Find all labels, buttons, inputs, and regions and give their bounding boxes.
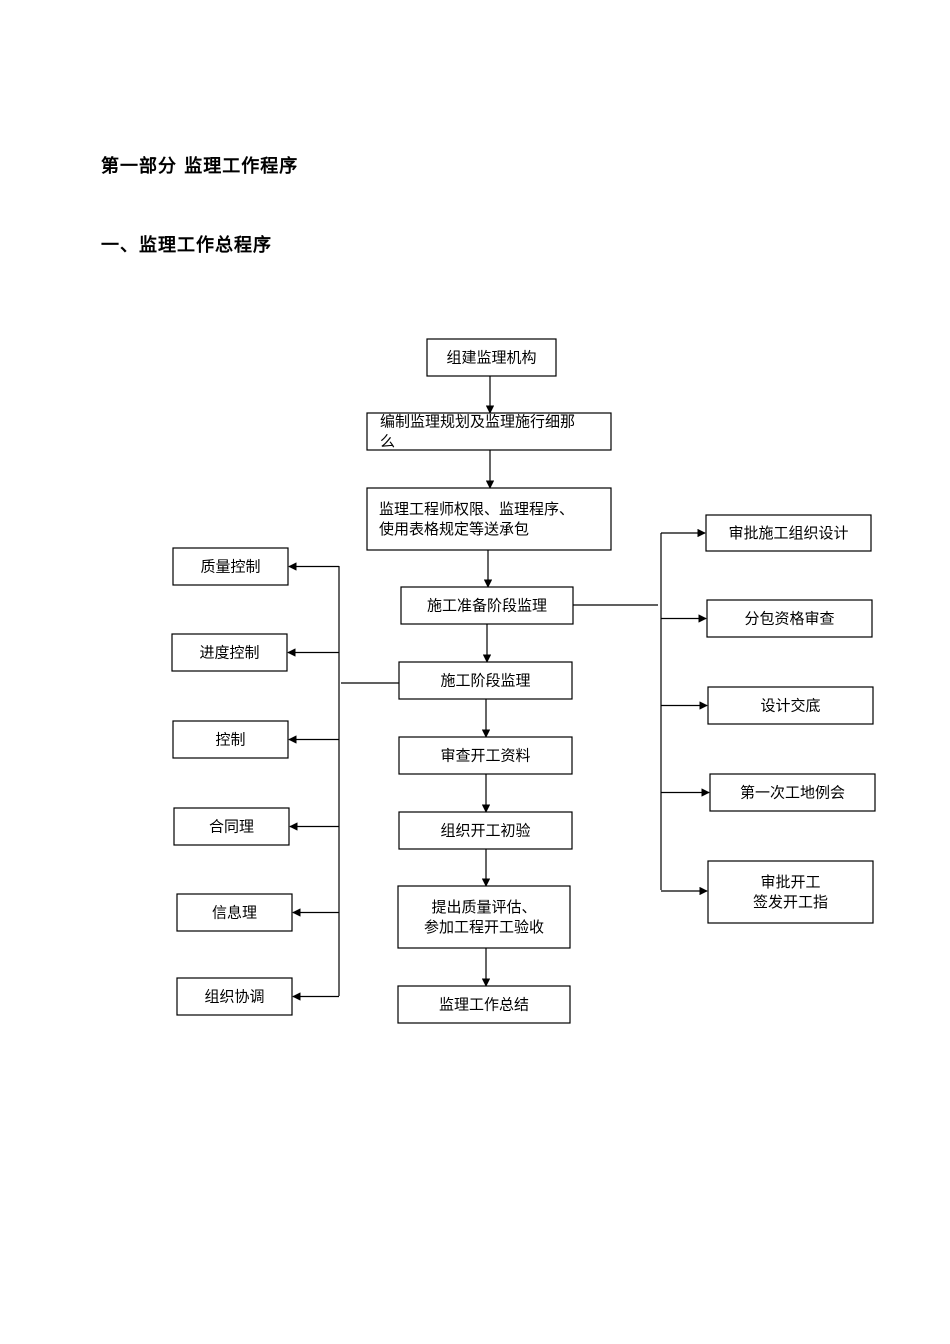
left-box-6: 组织协调 [176, 977, 293, 1016]
left-box-5: 信息理 [176, 893, 293, 932]
center-box-1: 组建监理机构 [426, 338, 557, 377]
left-box-1: 质量控制 [172, 547, 289, 586]
right-box-1: 审批施工组织设计 [705, 514, 872, 552]
center-box-8: 提出质量评估、参加工程开工验收 [397, 885, 571, 949]
center-box-7-line-1: 组织开工初验 [440, 822, 530, 840]
right-box-4-frame [709, 773, 876, 812]
left-box-4-line-1: 合同理 [209, 818, 254, 836]
left-box-5-line-1: 信息理 [212, 904, 257, 922]
center-box-4-line-1: 施工准备阶段监理 [427, 597, 547, 615]
center-box-3-line-1: 监理工程师权限、监理程序、 [379, 500, 574, 518]
left-box-2-frame [171, 633, 288, 672]
left-box-4-frame [173, 807, 290, 846]
center-box-1-frame [426, 338, 557, 377]
part-heading: 第一部分 监理工作程序 [101, 156, 299, 177]
center-box-3: 监理工程师权限、监理程序、使用表格规定等送承包 [366, 487, 612, 551]
right-box-5-line-2: 签发开工指 [753, 893, 828, 911]
left-box-5-frame [176, 893, 293, 932]
right-box-3: 设计交底 [707, 686, 874, 725]
right-box-2: 分包资格审查 [706, 599, 873, 638]
center-box-7-frame [398, 811, 573, 850]
center-box-4: 施工准备阶段监理 [400, 586, 574, 625]
center-box-1-line-1: 组建监理机构 [446, 349, 536, 367]
left-box-3-frame [172, 720, 289, 759]
right-box-1-line-1: 审批施工组织设计 [728, 524, 848, 542]
left-box-4: 合同理 [173, 807, 290, 846]
right-box-2-line-1: 分包资格审查 [744, 610, 834, 628]
section-heading: 一、监理工作总程序 [101, 235, 272, 256]
center-box-9-frame [397, 985, 571, 1024]
left-box-3: 控制 [172, 720, 289, 759]
center-box-3-frame [366, 487, 612, 551]
center-box-9-line-1: 监理工作总结 [439, 996, 529, 1014]
center-box-4-frame [400, 586, 574, 625]
connectors [287, 376, 710, 1001]
center-box-5-frame [398, 661, 573, 700]
right-box-5-frame [707, 860, 874, 924]
center-box-6: 审查开工资料 [398, 736, 573, 775]
right-box-2-frame [706, 599, 873, 638]
center-box-7: 组织开工初验 [398, 811, 573, 850]
center-box-5: 施工阶段监理 [398, 661, 573, 700]
center-box-2-line-1: 编制监理规划及监理施行细那 [380, 413, 575, 431]
right-box-1-frame [705, 514, 872, 552]
left-box-6-line-1: 组织协调 [204, 988, 264, 1006]
right-box-4-line-1: 第一次工地例会 [740, 784, 845, 802]
center-box-3-line-2: 使用表格规定等送承包 [379, 520, 529, 538]
center-box-8-frame [397, 885, 571, 949]
center-box-9: 监理工作总结 [397, 985, 571, 1024]
center-box-6-line-1: 审查开工资料 [440, 747, 530, 765]
center-box-2-frame [366, 412, 612, 451]
center-box-5-line-1: 施工阶段监理 [440, 672, 530, 690]
left-box-2-line-1: 进度控制 [199, 644, 259, 662]
left-box-6-frame [176, 977, 293, 1016]
center-box-2-line-2: 么 [380, 433, 395, 451]
right-box-3-frame [707, 686, 874, 725]
right-box-3-line-1: 设计交底 [760, 697, 820, 715]
right-box-5-line-1: 审批开工 [760, 873, 820, 891]
center-box-8-line-1: 提出质量评估、 [431, 898, 536, 916]
left-box-1-line-1: 质量控制 [200, 558, 260, 576]
right-box-4: 第一次工地例会 [709, 773, 876, 812]
left-box-3-line-1: 控制 [215, 731, 245, 749]
left-box-1-frame [172, 547, 289, 586]
flow-boxes: 组建监理机构编制监理规划及监理施行细那么监理工程师权限、监理程序、使用表格规定等… [171, 338, 876, 1024]
left-box-2: 进度控制 [171, 633, 288, 672]
center-box-6-frame [398, 736, 573, 775]
center-box-8-line-2: 参加工程开工验收 [424, 918, 544, 936]
